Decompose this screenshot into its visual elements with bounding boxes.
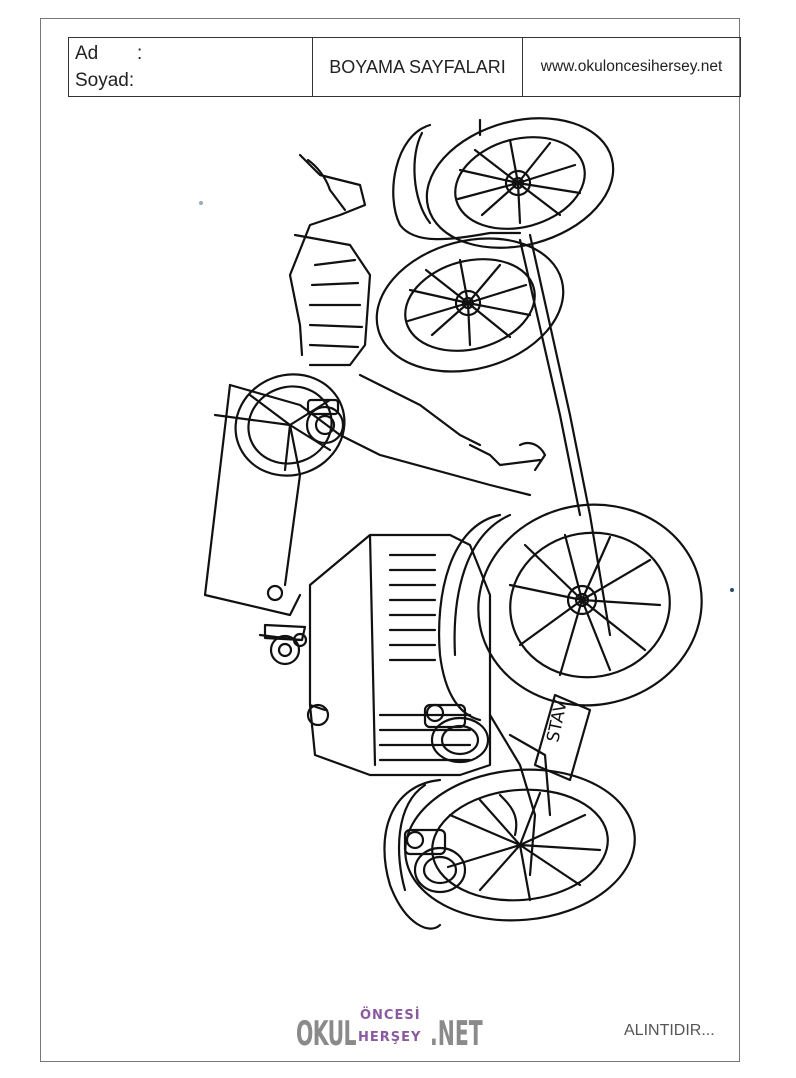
headlamp-upper <box>423 703 490 764</box>
surname-label: Soyad: <box>75 70 135 91</box>
page-border <box>40 18 740 1062</box>
chassis-rail <box>528 233 612 637</box>
worksheet-header: Ad : Soyad: BOYAMA SAYFALARI www.okulonc… <box>68 37 741 97</box>
rear-wheel-top <box>425 117 615 249</box>
license-plate: STAV <box>533 693 592 782</box>
page-title: BOYAMA SAYFALARI <box>313 38 523 96</box>
name-label: Ad <box>75 43 99 64</box>
front-wheel-large <box>477 503 703 707</box>
name-cell: Ad : Soyad: <box>69 38 313 96</box>
lower-fender <box>383 778 442 930</box>
vintage-car-drawing: STAV <box>203 117 703 930</box>
engine-hood <box>308 533 492 777</box>
stray-dot-right <box>730 588 734 592</box>
logo-net-text: .NET <box>430 1014 483 1054</box>
name-colon: : <box>137 43 143 64</box>
body-side <box>228 383 532 497</box>
footer-logo: OKUL ÖNCESİ HERŞEY .NET <box>296 1008 486 1054</box>
front-fender <box>438 513 502 722</box>
folded-roof <box>288 153 367 357</box>
stray-dot-left <box>199 201 203 205</box>
license-plate-text: STAV <box>543 698 571 744</box>
credit-text: ALINTIDIR... <box>624 1022 715 1039</box>
rear-wheel-second <box>375 237 565 373</box>
logo-okul-text: OKUL <box>296 1014 357 1054</box>
logo-hersey-text: HERŞEY <box>358 1030 422 1045</box>
website-label: www.okuloncesihersey.net <box>540 58 723 75</box>
front-wheel-lower <box>404 768 636 922</box>
steering-wheel <box>234 373 346 477</box>
side-lamp <box>305 398 345 445</box>
headlamp-lower <box>403 828 467 894</box>
logo-oncesi-text: ÖNCESİ <box>360 1008 421 1023</box>
rear-fender-top <box>392 123 522 241</box>
